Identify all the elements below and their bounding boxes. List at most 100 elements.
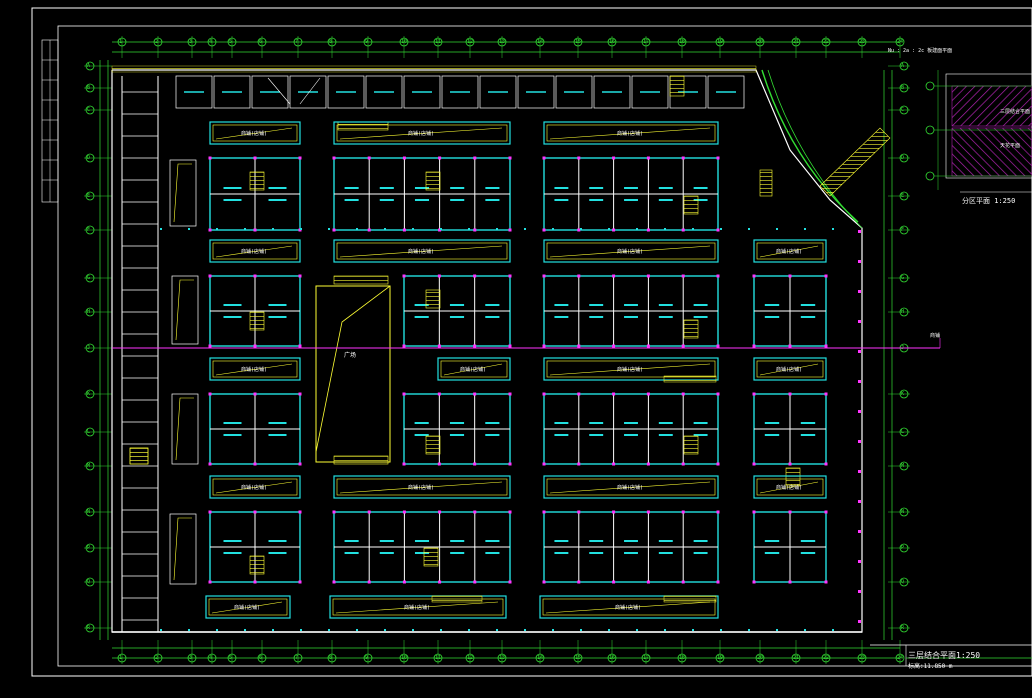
axis-label-top: 3 (189, 39, 193, 45)
skylight-slope (339, 127, 503, 140)
column-marker (748, 228, 750, 230)
axis-label-left: P (87, 545, 91, 551)
skylight-frame (543, 357, 719, 381)
column-marker (402, 462, 406, 466)
axis-bubble-top (715, 37, 725, 47)
column-marker (646, 344, 650, 348)
column-marker (716, 462, 720, 466)
column-marker (776, 228, 778, 230)
column-marker (612, 156, 616, 160)
axis-bubble-top (821, 37, 831, 47)
stair (785, 467, 801, 487)
column-marker (244, 228, 246, 230)
column-marker (788, 510, 792, 514)
curved-facade (761, 69, 859, 223)
skylight-label: 商铺(店铺) (776, 367, 803, 373)
column-marker (300, 629, 302, 631)
skylight-frame (437, 357, 511, 381)
axis-bubble-top (363, 37, 373, 47)
axis-label-bottom: 14 (537, 655, 544, 661)
side-label-2: 天花平面 (1000, 143, 1021, 149)
axis-bubble-bottom (207, 653, 217, 663)
axis-label-right: M (901, 463, 905, 469)
top-shop (555, 75, 593, 109)
axis-label-left: K (87, 391, 91, 397)
axis-label-bottom: 5 (229, 655, 233, 661)
axis-label-bottom: 18 (679, 655, 686, 661)
axis-bubble-top (433, 37, 443, 47)
column-marker (716, 392, 720, 396)
column-marker (646, 392, 650, 396)
skylight-slope (215, 245, 293, 258)
column-marker (473, 462, 477, 466)
axis-label-left: L (87, 429, 91, 435)
skylight-label: 商铺(店铺) (408, 485, 435, 491)
axis-label-right: R (901, 625, 905, 631)
column-marker (752, 510, 756, 514)
top-shop (441, 75, 479, 109)
axis-label-top: 22 (823, 39, 830, 45)
axis-label-left: C (87, 107, 91, 113)
column-marker (720, 629, 722, 631)
skylight-label: 商铺(店铺) (776, 485, 803, 491)
column-marker (438, 228, 442, 232)
side-room (171, 393, 199, 465)
axis-label-bottom: 11 (435, 655, 442, 661)
axis-label-left: J (87, 345, 91, 351)
axis-bubble-top (207, 37, 217, 47)
axis-label-bottom: 16 (609, 655, 616, 661)
axis-label-top: 10 (401, 39, 408, 45)
skylight-frame (543, 475, 719, 499)
column-marker (542, 344, 546, 348)
axis-label-left: A (87, 63, 91, 69)
axis-bubble-top (641, 37, 651, 47)
skylight-label: 商铺(店铺) (241, 249, 268, 255)
axis-bubble-left (85, 191, 95, 201)
column-marker (402, 392, 406, 396)
column-marker (716, 228, 720, 232)
column-marker (752, 462, 756, 466)
axis-bubble-right (899, 577, 909, 587)
skylight-frame (209, 239, 301, 263)
column-marker (646, 580, 650, 584)
column-marker (832, 629, 834, 631)
skylight-slope (549, 481, 711, 494)
column-marker (437, 274, 441, 278)
column-marker (508, 344, 512, 348)
axis-label-left: E (87, 193, 91, 199)
skylight-slope (211, 601, 283, 614)
axis-label-top: 6 (259, 39, 263, 45)
column-marker (664, 228, 666, 230)
skylight-inner (546, 124, 716, 142)
column-marker (367, 510, 371, 514)
axis-bubble-top (293, 37, 303, 47)
column-marker (438, 156, 442, 160)
column-marker (208, 228, 212, 232)
axis-label-top: 13 (499, 39, 506, 45)
corner-note: Nu : 2a : 2c 板建面平面 (888, 48, 953, 54)
skylight-slope (443, 363, 503, 376)
escalator (431, 595, 483, 603)
skylight-label: 商铺(店铺) (617, 485, 644, 491)
skylight-frame (209, 357, 301, 381)
column-marker (832, 228, 834, 230)
top-shop (289, 75, 327, 109)
column-marker (608, 629, 610, 631)
column-marker (612, 580, 616, 584)
skylight-inner (336, 478, 508, 496)
axis-bubble-top (895, 37, 905, 47)
column-marker (473, 392, 477, 396)
axis-label-bottom: 15 (575, 655, 582, 661)
escalator-top (337, 121, 389, 131)
zone-area-2 (951, 127, 1032, 177)
column-marker (188, 228, 190, 230)
column-marker (440, 228, 442, 230)
building-outline (111, 69, 863, 633)
column-marker (646, 274, 650, 278)
axis-label-top: 8 (329, 39, 333, 45)
top-shop (707, 75, 745, 109)
skylight-frame (329, 595, 507, 619)
column-marker (438, 580, 442, 584)
column-marker (858, 590, 861, 593)
axis-bubble-bottom (895, 653, 905, 663)
